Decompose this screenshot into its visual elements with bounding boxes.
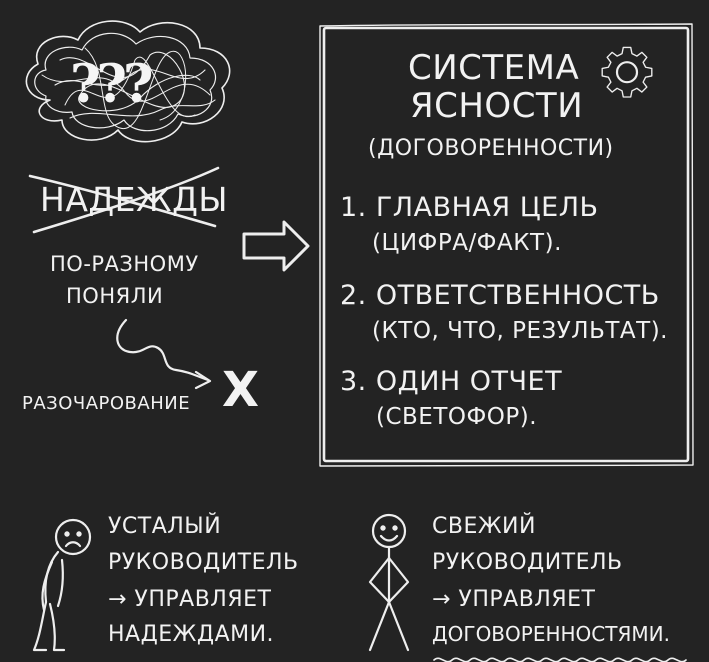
disappointment-label: РАЗОЧАРОВАНИЕ <box>22 393 191 414</box>
item-3-detail: (СВЕТОФОР). <box>376 404 538 430</box>
item-2-title: 2. ОТВЕТСТВЕННОСТЬ <box>340 280 660 311</box>
item-1-title: 1. ГЛАВНАЯ ЦЕЛЬ <box>340 192 599 223</box>
tired-line-1: УСТАЛЫЙ <box>108 514 222 539</box>
item-3-title: 3. ОДИН ОТЧЕТ <box>340 366 563 397</box>
fresh-line-3: → УПРАВЛЯЕТ <box>432 587 596 612</box>
misunderstood-line-2: ПОНЯЛИ <box>66 284 164 308</box>
right-arrow-icon <box>242 220 310 272</box>
system-subtitle: (ДОГОВОРЕННОСТИ) <box>368 136 614 161</box>
fresh-line-4: ДОГОВОРЕННОСТЯМИ. <box>432 622 670 646</box>
happy-person-icon <box>368 513 410 652</box>
item-1-detail: (ЦИФРА/ФАКТ). <box>372 230 562 256</box>
sad-person-icon <box>32 518 92 652</box>
x-mark: X <box>222 362 260 418</box>
item-2-detail: (КТО, ЧТО, РЕЗУЛЬТАТ). <box>372 318 668 344</box>
fresh-line-2: РУКОВОДИТЕЛЬ <box>432 550 623 575</box>
wavy-underline <box>433 657 687 662</box>
system-title-line-1: СИСТЕМА <box>408 48 580 88</box>
hopes-word: НАДЕЖДЫ <box>40 180 228 219</box>
system-title-line-2: ЯСНОСТИ <box>410 86 584 126</box>
tired-line-3: → УПРАВЛЯЕТ <box>108 587 272 612</box>
cloud-question-marks: ??? <box>70 54 153 115</box>
misunderstood-line-1: ПО-РАЗНОМУ <box>50 252 199 276</box>
tired-line-4: НАДЕЖДАМИ. <box>108 622 275 647</box>
squiggle-arrow-icon <box>116 318 212 390</box>
fresh-line-1: СВЕЖИЙ <box>432 514 536 539</box>
gear-icon <box>601 46 653 98</box>
tired-line-2: РУКОВОДИТЕЛЬ <box>108 550 299 575</box>
